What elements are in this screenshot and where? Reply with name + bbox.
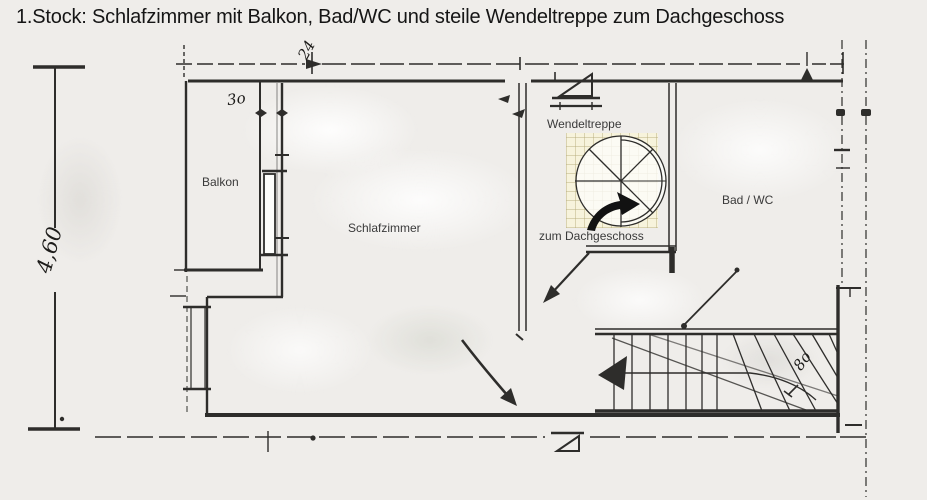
tick-arrow [801,68,813,80]
stairwell-west-wall [515,83,527,341]
dimension-balcony-door: 3o [225,88,247,110]
spiral-staircase-icon [575,135,667,231]
opening-marker [255,109,267,117]
page-title: 1.Stock: Schlafzimmer mit Balkon, Bad/WC… [16,6,785,28]
arrow-icon-in-schlafzimmer [460,339,517,406]
zum-dachgeschoss-label: zum Dachgeschoss [539,229,644,243]
schlafzimmer-label: Schlafzimmer [348,221,421,235]
tick-arrow [306,59,322,69]
spiral-direction-arrow [587,192,640,231]
landing-ledge [586,245,676,273]
dimension-line-top [176,45,845,80]
arrow-icon-to-bad-wc [681,267,740,329]
bad-wc-label: Bad / WC [722,193,774,207]
annotation-arrows [460,252,740,406]
bad-west-wall [668,83,677,251]
dimension-line-bottom [95,424,866,452]
door-tick [498,95,510,103]
stair-direction-arrow [598,356,627,390]
door-tick [512,109,525,118]
walls [170,40,871,497]
angle-mark-icon-bottom [551,431,584,452]
schlafzimmer-west-wall [275,83,289,297]
dimension-line-left [28,65,85,431]
arrow-icon-to-schlafzimmer-door [543,252,590,303]
window-west [183,305,211,391]
wendeltreppe-label: Wendeltreppe [547,117,622,131]
balkon-label: Balkon [202,175,239,189]
stairs-icon [595,328,839,413]
angle-mark-icon-top [550,72,602,110]
balcony-door [261,169,288,257]
